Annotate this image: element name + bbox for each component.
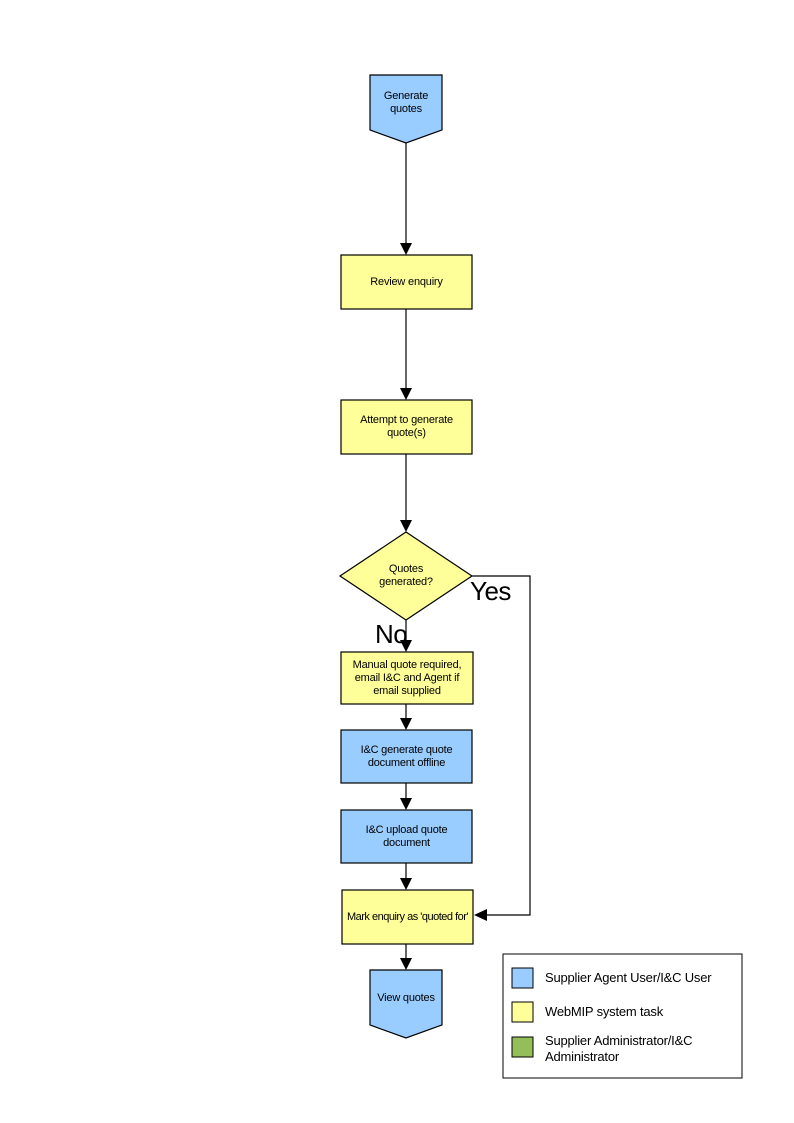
- arrowhead-mark: [400, 878, 412, 890]
- node-upload-label: I&C upload quote document: [365, 823, 448, 849]
- node-mark-shape: [341, 889, 474, 945]
- connectors: [405, 143, 531, 958]
- node-mark-label: Mark enquiry as 'quoted for': [346, 910, 469, 923]
- arrowhead-offline: [400, 718, 412, 730]
- arrowhead-upload: [400, 798, 412, 810]
- node-attempt-label: Attempt to generate quote(s): [360, 414, 453, 439]
- arrowhead-attempt: [400, 388, 412, 400]
- arrowhead-decision: [400, 520, 412, 532]
- arrowhead-end: [400, 958, 412, 970]
- node-manual-shape: [340, 651, 474, 705]
- node-start-label: Generate quotes: [383, 90, 429, 115]
- node-upload-shape: [340, 809, 473, 864]
- legend-item-agent-user: Supplier Agent User/I&C User: [545, 970, 712, 985]
- legend-item-system-task: WebMIP system task: [545, 1004, 664, 1019]
- node-review-shape: [340, 254, 473, 310]
- node-decision-label: Quotes generated?: [379, 563, 433, 588]
- arrowhead-yes-into-mark: [474, 909, 487, 921]
- legend-swatch-administrator: [511, 1036, 534, 1058]
- node-decision-shape: [338, 531, 474, 621]
- branch-yes-label: Yes: [470, 576, 511, 606]
- node-offline-shape: [340, 729, 473, 784]
- arrowheads: [400, 243, 487, 970]
- node-review-label: Review enquiry: [370, 275, 443, 288]
- node-end-label: View quotes: [377, 991, 435, 1004]
- node-start-shape: [369, 74, 443, 144]
- legend-box: [502, 953, 743, 1079]
- arrowhead-review: [400, 243, 412, 255]
- node-end-shape: [369, 969, 443, 1039]
- legend-swatch-agent-user: [511, 967, 534, 989]
- node-offline-label: I&C generate quote document offline: [360, 743, 453, 769]
- legend-item-administrator: Supplier Administrator/I&C Administrator: [545, 1033, 693, 1064]
- legend-swatch-system-task: [511, 1001, 534, 1023]
- node-manual-label: Manual quote required, email I&C and Age…: [352, 658, 462, 697]
- branch-no-label: No: [375, 619, 408, 649]
- connector-yes-branch: [472, 575, 531, 916]
- node-attempt-shape: [340, 399, 473, 455]
- arrowhead-manual: [400, 640, 412, 652]
